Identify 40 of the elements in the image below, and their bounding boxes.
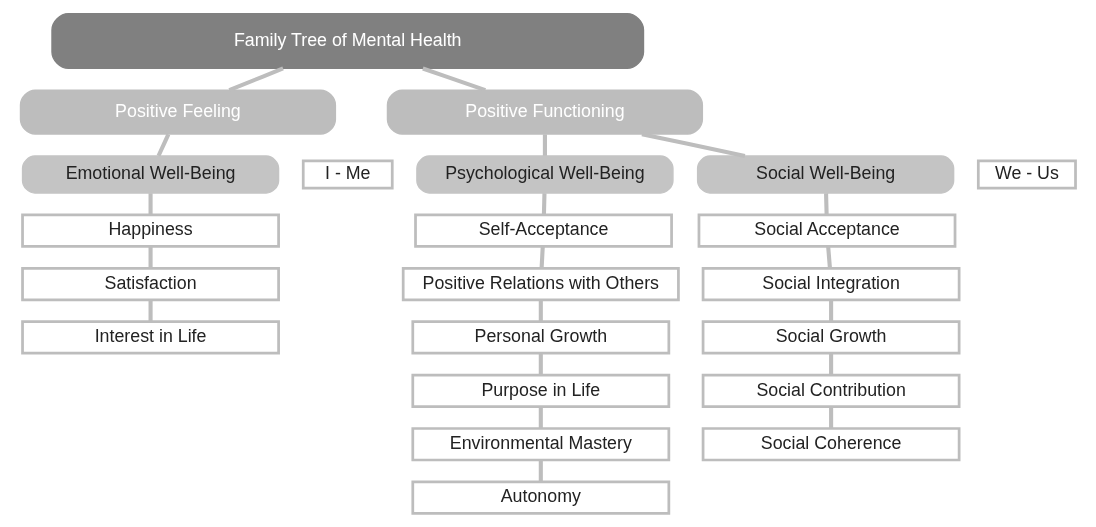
connector <box>538 299 543 322</box>
connector <box>228 66 284 93</box>
node-box: Autonomy <box>411 480 671 515</box>
connector <box>829 406 834 429</box>
node-box: Social Growth <box>701 320 961 355</box>
node-box: Social Integration <box>701 266 961 302</box>
node-box: Self-Acceptance <box>414 213 673 248</box>
node-box: Environmental Mastery <box>411 427 671 462</box>
node-box: Positive Relations with Others <box>401 266 680 302</box>
connector <box>826 246 832 269</box>
connector <box>156 133 171 157</box>
node-box: Interest in Life <box>21 320 280 355</box>
node-box: Social Contribution <box>701 373 961 408</box>
connector <box>539 246 545 269</box>
node-box: Social Well-Being <box>696 155 955 194</box>
node-box: We - Us <box>976 159 1077 190</box>
node-box: I - Me <box>301 159 394 190</box>
connector <box>829 353 834 375</box>
node-box: Satisfaction <box>21 266 280 302</box>
connector <box>538 460 543 482</box>
connector <box>422 66 486 93</box>
node-box: Family Tree of Mental Health <box>51 12 645 70</box>
node-box: Personal Growth <box>411 320 671 355</box>
connector <box>824 193 829 215</box>
node-box: Happiness <box>21 213 280 248</box>
node-box: Social Acceptance <box>697 213 957 248</box>
connector <box>148 299 153 322</box>
connector <box>538 406 543 429</box>
connector <box>541 193 547 215</box>
node-box: Social Coherence <box>701 427 961 462</box>
connector <box>538 353 543 375</box>
node-box: Purpose in Life <box>411 373 671 408</box>
node-box: Positive Feeling <box>19 89 337 135</box>
connector <box>542 134 547 156</box>
node-box: Emotional Well-Being <box>21 155 280 194</box>
node-box: Positive Functioning <box>386 89 704 135</box>
connector <box>148 193 153 215</box>
node-box: Psychological Well-Being <box>416 155 674 194</box>
connector <box>148 246 153 269</box>
connector <box>829 299 834 322</box>
